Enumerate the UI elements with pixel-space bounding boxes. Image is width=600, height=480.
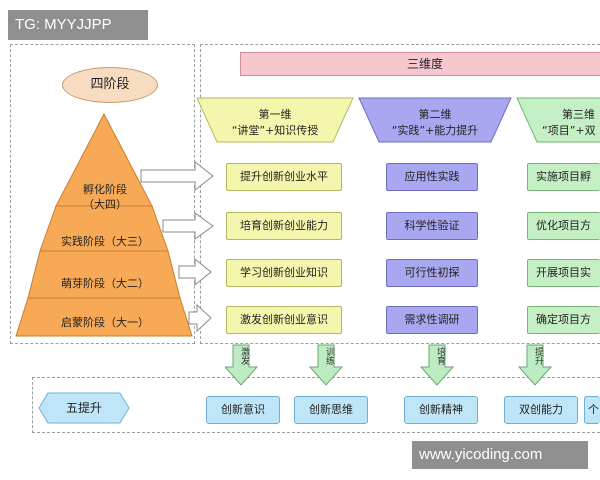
outcome-5: 个: [584, 396, 600, 424]
dim1-item-2: 培育创新创业能力: [226, 212, 342, 240]
arrow-down-icon: [419, 344, 455, 386]
stage-sprout-label: 萌芽阶段（大二）: [61, 277, 149, 290]
watermark-site: www.yicoding.com: [412, 441, 588, 469]
dimension-to-outcome-arrows: [225, 344, 553, 386]
improvements-header: 五提升: [65, 401, 102, 415]
stage-incubation-line1: 孵化阶段: [83, 183, 127, 196]
arrow-down-icon: [517, 344, 553, 386]
arrow-label-2: 训练: [324, 347, 334, 365]
dim3-item-4: 确定项目方: [527, 306, 600, 334]
stage-to-dimension-arrows: [140, 160, 214, 333]
outcome-2: 创新思维: [294, 396, 368, 424]
dim2-subtitle: “实践”+能力提升: [391, 124, 479, 137]
dim3-subtitle: “项目”+双: [542, 124, 596, 137]
dim1-title: 第一维: [258, 108, 292, 121]
stage-incubation-line2: （大四）: [83, 198, 127, 211]
stage-practice-label: 实践阶段（大三）: [61, 235, 149, 248]
dim2-title: 第二维: [418, 108, 452, 121]
dimensions-container: [200, 44, 600, 344]
pyramid-level-enlighten: [15, 297, 193, 337]
dim3-header-shape: [516, 97, 600, 143]
dimensions-banner: 三维度: [240, 52, 600, 76]
dim2-item-2: 科学性验证: [386, 212, 478, 240]
stage-pyramid: [15, 112, 193, 337]
arrow-right-icon: [162, 212, 214, 240]
improvements-container: [32, 377, 600, 433]
outcome-1: 创新意识: [206, 396, 280, 424]
dim3-item-1: 实施项目孵: [527, 163, 600, 191]
arrow-down-icon: [308, 344, 344, 386]
dim1-item-3: 学习创新创业知识: [226, 259, 342, 287]
dim1-header-shape: [196, 97, 354, 143]
arrow-down-icon: [225, 344, 259, 386]
arrow-right-icon: [188, 303, 212, 333]
arrow-label-1: 激发: [239, 347, 249, 365]
watermark-tag: TG: MYYJJPP: [8, 10, 148, 40]
stages-header: 四阶段: [62, 67, 158, 103]
dim2-item-3: 可行性初探: [386, 259, 478, 287]
dim1-item-4: 激发创新创业意识: [226, 306, 342, 334]
stage-enlighten-label: 启蒙阶段（大一）: [61, 316, 149, 329]
arrow-right-icon: [178, 257, 212, 287]
dim3-item-3: 开展项目实: [527, 259, 600, 287]
dimension-headers: [196, 97, 600, 143]
dim1-subtitle: “讲堂”+知识传授: [231, 124, 319, 137]
arrow-label-4: 提升: [533, 347, 543, 365]
outcome-4: 双创能力: [504, 396, 578, 424]
improvements-header-shape: [38, 392, 130, 424]
dim2-header-shape: [358, 97, 512, 143]
arrow-label-3: 培育: [435, 347, 445, 365]
dim2-item-4: 需求性调研: [386, 306, 478, 334]
arrow-right-icon: [140, 160, 214, 192]
dim1-item-1: 提升创新创业水平: [226, 163, 342, 191]
stages-container: [10, 44, 195, 344]
dim3-title: 第三维: [562, 108, 595, 121]
dim3-item-2: 优化项目方: [527, 212, 600, 240]
dim2-item-1: 应用性实践: [386, 163, 478, 191]
outcome-3: 创新精神: [404, 396, 478, 424]
